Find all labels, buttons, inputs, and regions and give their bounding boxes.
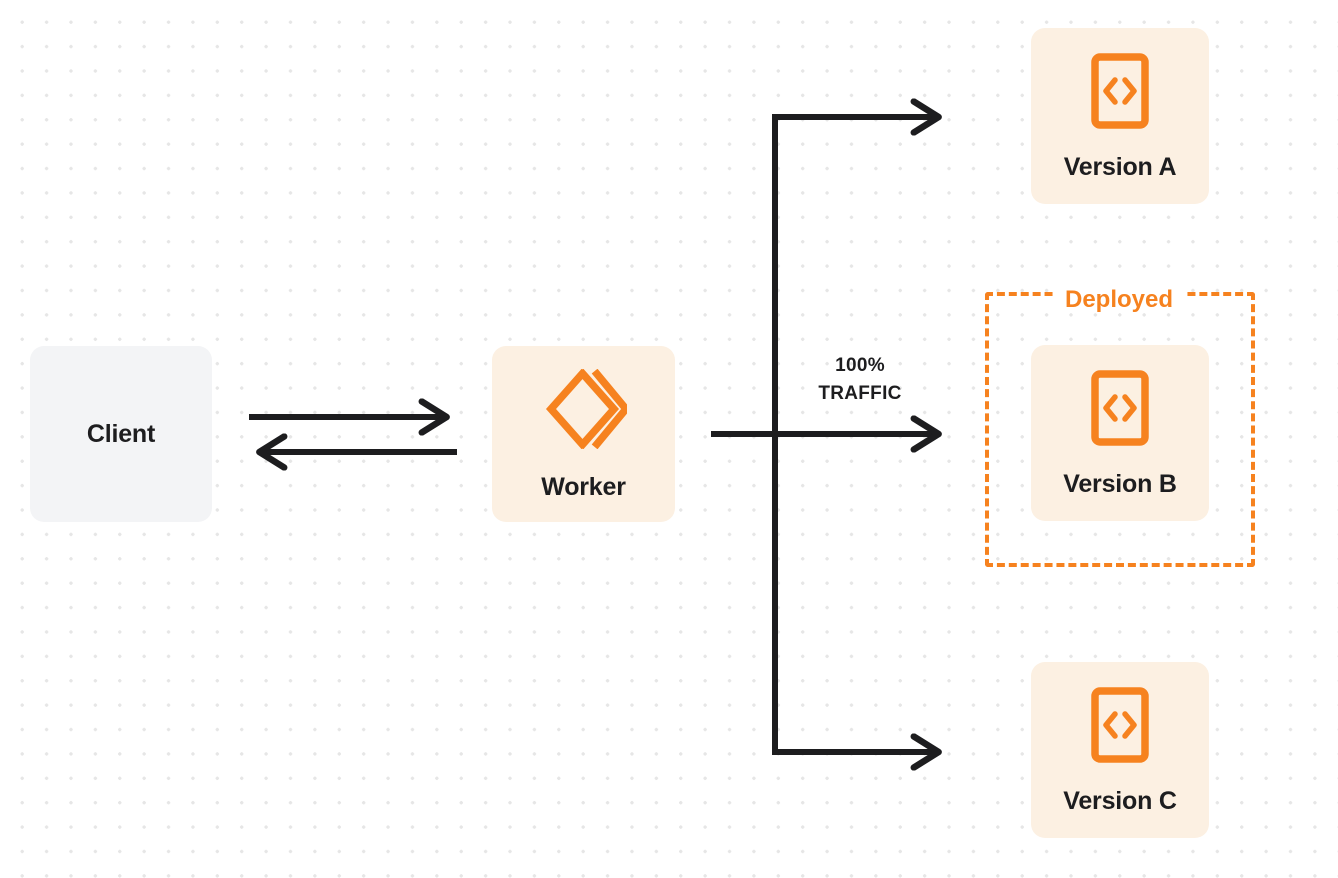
node-client-label: Client (86, 419, 156, 448)
cloudflare-workers-logo-icon (541, 368, 627, 449)
node-worker[interactable]: Worker (492, 346, 675, 522)
code-file-icon (1091, 52, 1149, 129)
code-file-icon (1091, 369, 1149, 446)
traffic-label: 100% TRAFFIC (790, 352, 930, 407)
node-worker-label: Worker (541, 472, 626, 501)
deployed-group-label: Deployed (1053, 288, 1186, 312)
node-version-b[interactable]: Version B (1031, 345, 1209, 521)
code-file-icon (1091, 686, 1149, 763)
node-version-c-label: Version C (1063, 786, 1177, 815)
node-client[interactable]: Client (30, 346, 212, 522)
node-version-a-label: Version A (1063, 152, 1177, 181)
node-version-c[interactable]: Version C (1031, 662, 1209, 838)
traffic-percent: 100% (835, 355, 885, 376)
node-version-a[interactable]: Version A (1031, 28, 1209, 204)
traffic-word: TRAFFIC (818, 382, 902, 404)
node-version-b-label: Version B (1063, 469, 1177, 498)
